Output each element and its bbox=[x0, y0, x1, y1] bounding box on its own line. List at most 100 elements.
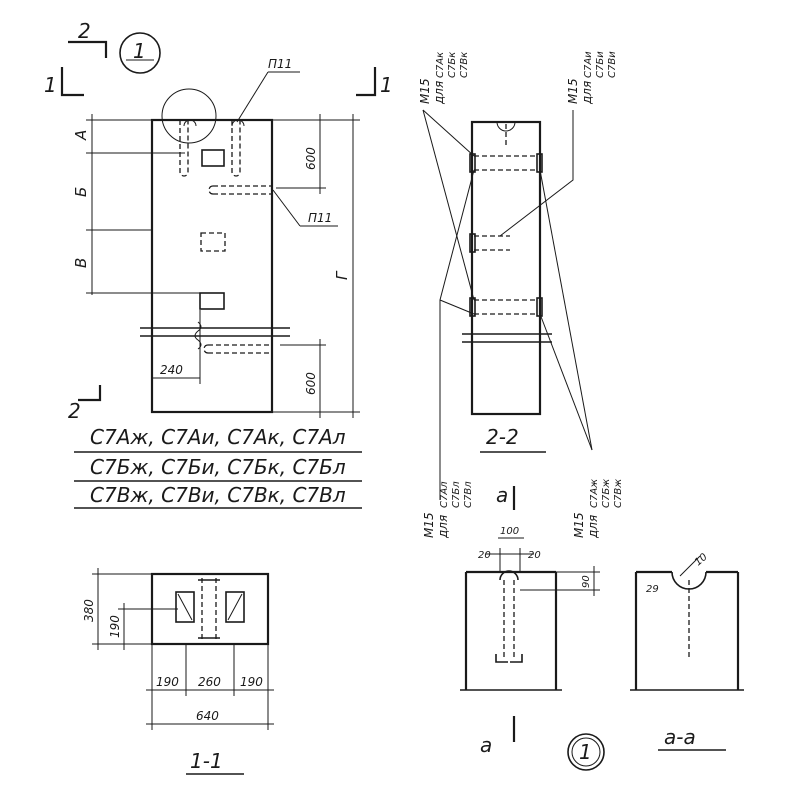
section-1-right-label: 1 bbox=[380, 73, 393, 97]
m15-i-2: С7Би bbox=[595, 51, 606, 78]
dim-190-left: 190 bbox=[156, 675, 179, 689]
section-1-1-title: 1-1 bbox=[190, 749, 223, 773]
detail-hook-right bbox=[510, 654, 523, 663]
section-2-2-title: 2-2 bbox=[486, 425, 519, 449]
m15-l-1: С7Ал bbox=[439, 481, 450, 508]
side-loop-lower bbox=[203, 344, 273, 354]
section-1-left-mark bbox=[60, 67, 84, 97]
detail-number-inner bbox=[571, 737, 601, 767]
dim-29: 29 bbox=[646, 584, 659, 595]
m15-bottom-right: М15 для С7Аж С7Бж С7Вж bbox=[572, 479, 624, 539]
section-1-left-label: 1 bbox=[44, 73, 57, 97]
m15-zh-2: С7Бж bbox=[601, 479, 612, 508]
detail-circle bbox=[161, 88, 217, 144]
marks-row-1: С7Аж, С7Аи, С7Ак, С7Ал bbox=[90, 425, 346, 449]
plate-low-left bbox=[469, 297, 476, 317]
leader-i bbox=[499, 110, 574, 237]
main-elevation bbox=[140, 88, 290, 414]
m15-for-zh: для bbox=[586, 515, 600, 539]
section-mark-a-bottom: а bbox=[480, 733, 492, 757]
embedded-plate-middle-hidden bbox=[200, 232, 226, 252]
p11-leader-side bbox=[272, 189, 301, 227]
side-loop-upper bbox=[208, 185, 273, 195]
leader-zh-a bbox=[539, 169, 593, 451]
plate-left bbox=[175, 591, 195, 623]
m15-label-i: М15 bbox=[566, 78, 580, 104]
m15-top-right: М15 для С7Аи С7Би С7Ви bbox=[566, 51, 618, 105]
dim-20-right: 20 bbox=[528, 550, 541, 561]
detail-1: а 100 20 20 90 а 1 bbox=[460, 483, 605, 771]
m15-label-l: М15 bbox=[422, 512, 436, 538]
section-2-bottom-label: 2 bbox=[68, 399, 81, 423]
section-2-2: 2-2 bbox=[462, 120, 552, 453]
plate-right bbox=[225, 591, 245, 623]
zone-dimensions: А Б В bbox=[72, 114, 200, 295]
section-2-top-mark bbox=[68, 40, 108, 58]
detail-loop-arc bbox=[499, 570, 519, 581]
dim-380: 380 bbox=[82, 599, 96, 622]
dim-260: 260 bbox=[198, 675, 221, 689]
leader-l-b bbox=[439, 299, 475, 315]
top-loop-arc bbox=[496, 121, 516, 132]
lifting-loop-left bbox=[179, 120, 189, 177]
plate-top-right bbox=[536, 153, 543, 173]
leader-zh-b bbox=[539, 313, 593, 451]
dim-600-bottom: 600 bbox=[304, 372, 318, 395]
section-a-a: 29 10 а-а bbox=[630, 552, 744, 751]
zone-label-v: В bbox=[72, 258, 90, 268]
right-dimensions: 600 600 Г 240 bbox=[152, 114, 360, 418]
embedded-plate-lower bbox=[199, 292, 225, 310]
m15-l-3: С7Вл bbox=[463, 481, 474, 508]
embedded-plate-top bbox=[201, 149, 225, 167]
loop-arc-left bbox=[183, 119, 197, 127]
plate-right-diag bbox=[227, 593, 243, 621]
dim-240: 240 bbox=[160, 363, 183, 377]
section-markers: 2 1 1 2 bbox=[44, 19, 393, 423]
m15-k-1: С7Ак bbox=[435, 52, 446, 78]
p11-label-top: П11 bbox=[268, 57, 292, 71]
section-2-2-outline bbox=[470, 120, 542, 416]
m15-zh-3: С7Вж bbox=[613, 479, 624, 508]
m15-for-k: для bbox=[432, 81, 446, 105]
m15-label-zh: М15 bbox=[572, 512, 586, 538]
plate-low-right bbox=[536, 297, 543, 317]
m15-i-3: С7Ви bbox=[607, 51, 618, 78]
m15-bottom-left: М15 для С7Ал С7Бл С7Вл bbox=[422, 481, 474, 539]
m15-k-3: С7Вк bbox=[459, 52, 470, 78]
leader-k-top bbox=[422, 109, 475, 157]
section-mark-a-top: а bbox=[496, 483, 508, 507]
mark-list: С7Аж, С7Аи, С7Ак, С7Ал С7Бж, С7Би, С7Бк,… bbox=[74, 425, 362, 509]
plate-left-diag bbox=[177, 593, 193, 621]
dim-90: 90 bbox=[581, 575, 592, 588]
m15-zh-1: С7Аж bbox=[589, 479, 600, 508]
m15-k-2: С7Бк bbox=[447, 52, 458, 78]
dim-g-label: Г bbox=[333, 270, 351, 280]
dim-640: 640 bbox=[196, 709, 219, 723]
dim-20-left: 20 bbox=[478, 550, 491, 561]
p11-labels: П11 П11 bbox=[236, 57, 338, 227]
leader-k-low bbox=[422, 109, 475, 301]
lifting-loop-right bbox=[231, 120, 241, 177]
m15-for-i: для bbox=[580, 81, 594, 105]
dim-100: 100 bbox=[500, 526, 519, 537]
zone-label-b: Б bbox=[72, 187, 90, 197]
m15-i-1: С7Аи bbox=[583, 51, 594, 78]
detail-hook-left bbox=[495, 654, 508, 663]
callout-circle bbox=[119, 32, 161, 74]
section-1-1: 380 190 190 260 190 640 1-1 bbox=[82, 568, 274, 775]
p11-leader-top bbox=[236, 71, 269, 123]
m15-l-2: С7Бл bbox=[451, 481, 462, 508]
zone-label-a: А bbox=[72, 130, 90, 141]
dim-600-top: 600 bbox=[304, 147, 318, 170]
section-1-right-mark bbox=[356, 67, 377, 97]
m15-top-left: М15 для С7Ак С7Бк С7Вк bbox=[418, 52, 470, 105]
dim-190-vertical: 190 bbox=[108, 615, 122, 638]
m15-label-k: М15 bbox=[418, 78, 432, 104]
callout-balloon: 1 bbox=[119, 32, 161, 74]
m15-leaders bbox=[422, 109, 593, 500]
m15-for-l: для bbox=[436, 515, 450, 539]
detail-number: 1 bbox=[579, 740, 592, 764]
callout-number: 1 bbox=[133, 39, 146, 63]
dim-190-right: 190 bbox=[240, 675, 263, 689]
